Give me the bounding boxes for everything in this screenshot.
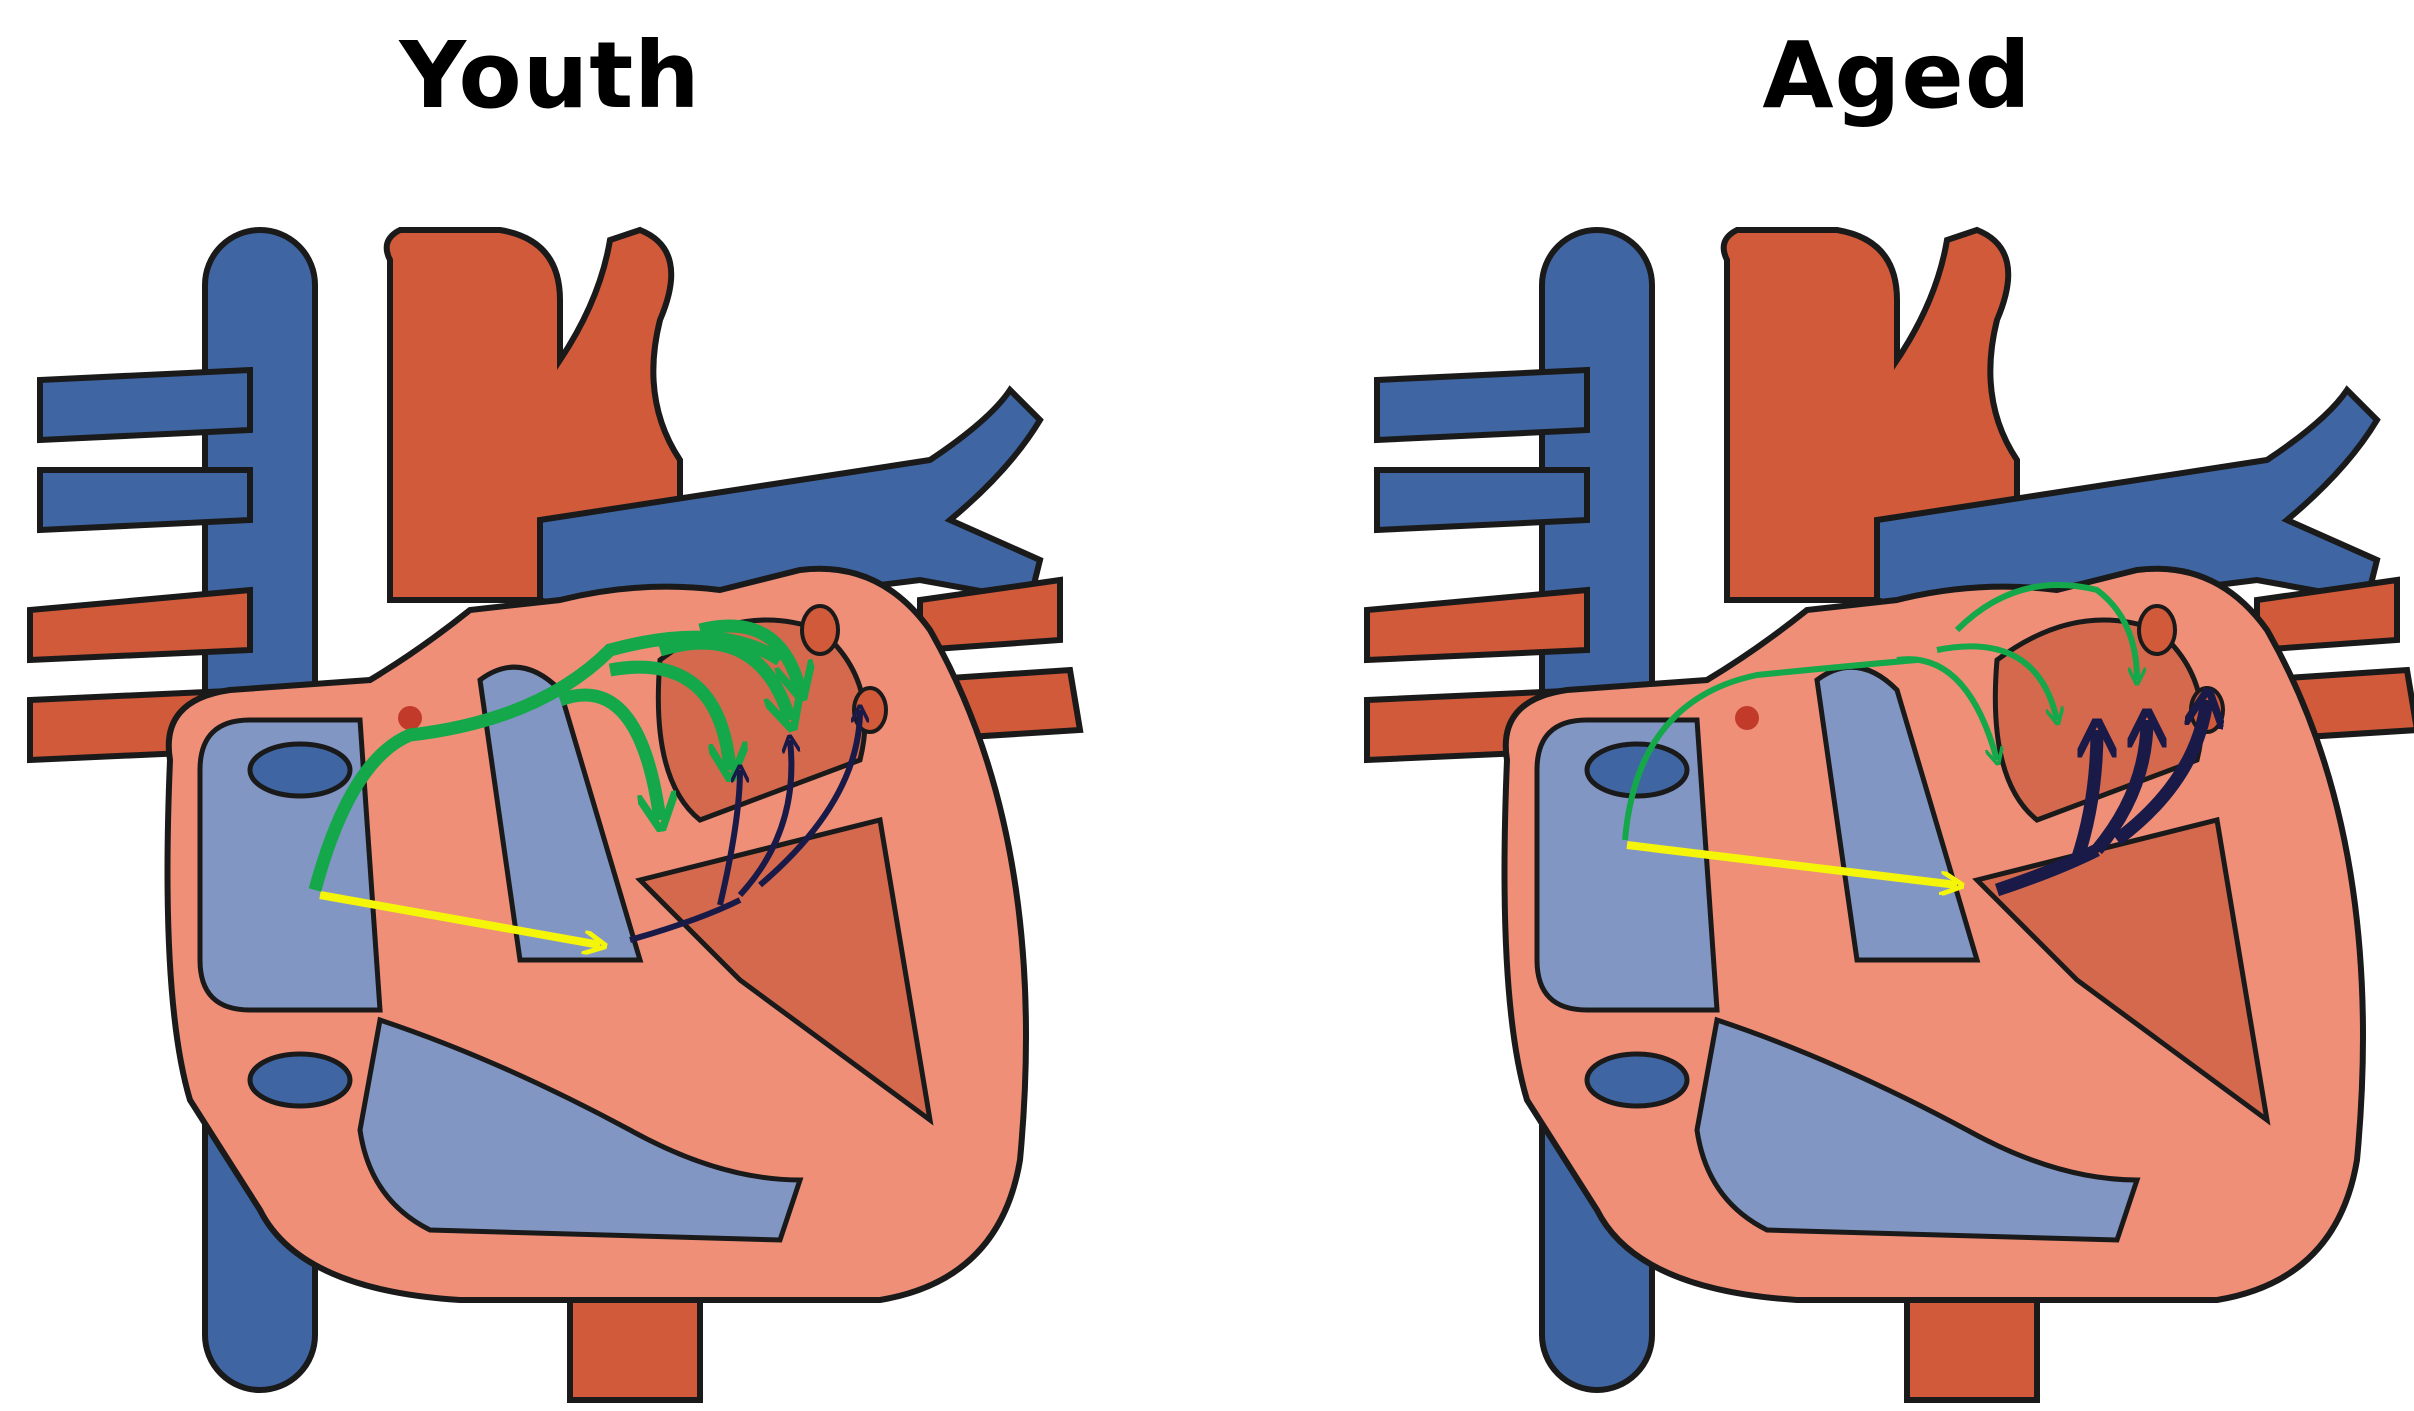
panel-aged: Aged <box>1207 0 2414 1411</box>
heart-cross-section-icon <box>1207 0 2414 1411</box>
heart-cross-section-icon <box>0 0 1207 1411</box>
panel-youth: Youth <box>0 0 1207 1411</box>
